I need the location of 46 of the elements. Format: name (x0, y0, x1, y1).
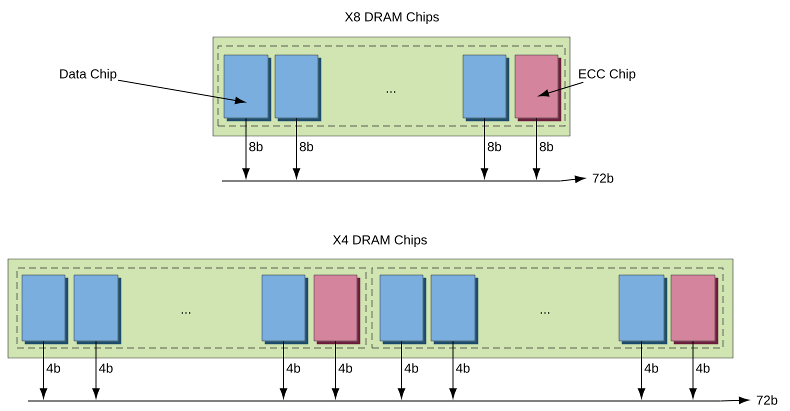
bus-line (222, 180, 560, 182)
memory-chip (274, 54, 322, 122)
callout-text: 72b (756, 395, 778, 405)
edge-label: 8b (248, 140, 264, 152)
arrow (480, 118, 488, 178)
arrow (720, 396, 750, 404)
bus-line (28, 400, 720, 402)
ellipsis: ... (386, 91, 396, 93)
edge-label: 4b (643, 362, 660, 374)
callout-text: 72b (592, 173, 614, 183)
memory-chip (380, 274, 426, 344)
arrow (118, 80, 246, 104)
arrow (560, 176, 586, 183)
memory-chip (22, 274, 68, 344)
module-title: X4 DRAM Chips (332, 234, 427, 248)
rank-outline (218, 46, 566, 126)
memory-chip (514, 54, 562, 122)
edge-label: 8b (538, 140, 555, 152)
edge-label: 4b (403, 362, 420, 374)
ellipsis: ... (540, 312, 550, 314)
edge-label: 4b (337, 362, 354, 374)
memory-chip (314, 274, 360, 344)
callout-text: ECC Chip (579, 68, 636, 82)
arrow (532, 118, 540, 178)
memory-chip (430, 274, 478, 344)
arrow (538, 82, 584, 97)
edge-label: 4b (98, 362, 114, 374)
edge-label: 4b (285, 362, 302, 374)
module-title: X8 DRAM Chips (344, 12, 439, 24)
edge-label: 4b (454, 362, 472, 374)
rank-outline (372, 268, 724, 348)
edge-label: 8b (298, 140, 315, 152)
memory-chip (670, 274, 718, 344)
arrow (242, 118, 250, 178)
edge-label: 4b (45, 362, 62, 374)
rank-outline (16, 268, 366, 348)
arrow (292, 118, 300, 178)
memory-chip (74, 274, 122, 344)
memory-chip (618, 274, 668, 344)
memory-chip (462, 54, 510, 122)
edge-label: 4b (694, 362, 712, 374)
memory-chip (262, 274, 308, 344)
callout-text: Data Chip (60, 68, 116, 82)
memory-chip (224, 54, 272, 122)
edge-label: 8b (486, 140, 503, 152)
ellipsis: ... (182, 312, 190, 314)
